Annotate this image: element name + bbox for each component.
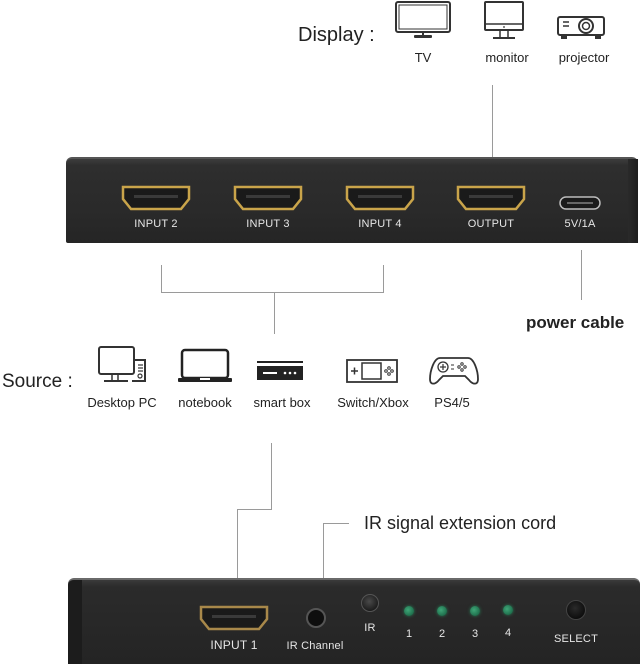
input1-connector-vertical-upper (271, 443, 272, 510)
desktop-pc-icon (98, 346, 148, 384)
source-label-smart-box: smart box (253, 395, 311, 410)
source-label-notebook: notebook (178, 395, 232, 410)
led-indicator-4 (503, 605, 513, 615)
source-label-ps4-5: PS4/5 (434, 395, 470, 410)
hdmi-port-input-1 (198, 604, 270, 632)
notebook-icon (178, 348, 232, 384)
input1-connector-horizontal (237, 509, 272, 510)
port-label-input-4: INPUT 4 (358, 218, 402, 230)
power-cable-line (581, 250, 582, 300)
hdmi-port-input-4 (344, 184, 416, 212)
source-label-desktop-pc: Desktop PC (87, 395, 157, 410)
ir-extension-horizontal (323, 523, 349, 524)
handheld-console-icon (346, 359, 398, 383)
port-label-power: 5V/1A (564, 218, 596, 230)
display-label-tv: TV (414, 50, 432, 65)
display-label-projector: projector (558, 50, 610, 65)
led-label-3: 3 (471, 628, 479, 640)
select-button[interactable] (566, 600, 586, 620)
source-bracket-stem (274, 292, 275, 334)
display-connector-line (492, 85, 493, 157)
led-indicator-2 (437, 606, 447, 616)
ir-channel-jack (306, 608, 326, 628)
ir-receiver-sensor (361, 594, 379, 612)
led-label-2: 2 (438, 628, 446, 640)
source-label-switch-xbox: Switch/Xbox (337, 395, 409, 410)
port-label-input-1: INPUT 1 (210, 638, 258, 652)
input1-connector-vertical-lower (237, 509, 238, 578)
tv-icon (394, 0, 452, 40)
source-bracket-horizontal (161, 292, 384, 293)
display-heading: Display : (298, 24, 375, 46)
led-indicator-3 (470, 606, 480, 616)
power-cable-label: power cable (526, 313, 625, 332)
source-bracket-left (161, 265, 162, 293)
port-label-input-2: INPUT 2 (134, 218, 178, 230)
hdmi-port-output (455, 184, 527, 212)
port-label-output: OUTPUT (467, 218, 515, 230)
select-button-label: SELECT (554, 633, 598, 645)
port-label-ir-channel: IR Channel (286, 640, 344, 652)
led-label-1: 1 (405, 628, 413, 640)
port-label-ir: IR (364, 622, 376, 634)
gamepad-icon (428, 355, 480, 387)
ir-extension-vertical (323, 523, 324, 578)
switch-device-front-panel (68, 578, 640, 664)
source-bracket-right (383, 265, 384, 293)
ir-extension-label: IR signal extension cord (364, 513, 557, 533)
monitor-icon (483, 0, 525, 42)
hdmi-port-input-2 (120, 184, 192, 212)
projector-icon (556, 14, 606, 42)
smart-box-icon (255, 360, 305, 382)
led-label-4: 4 (504, 627, 512, 639)
display-label-monitor: monitor (485, 50, 529, 65)
port-label-input-3: INPUT 3 (246, 218, 290, 230)
usb-c-power-port (559, 196, 601, 215)
led-indicator-1 (404, 606, 414, 616)
source-heading: Source : (2, 371, 73, 392)
hdmi-port-input-3 (232, 184, 304, 212)
